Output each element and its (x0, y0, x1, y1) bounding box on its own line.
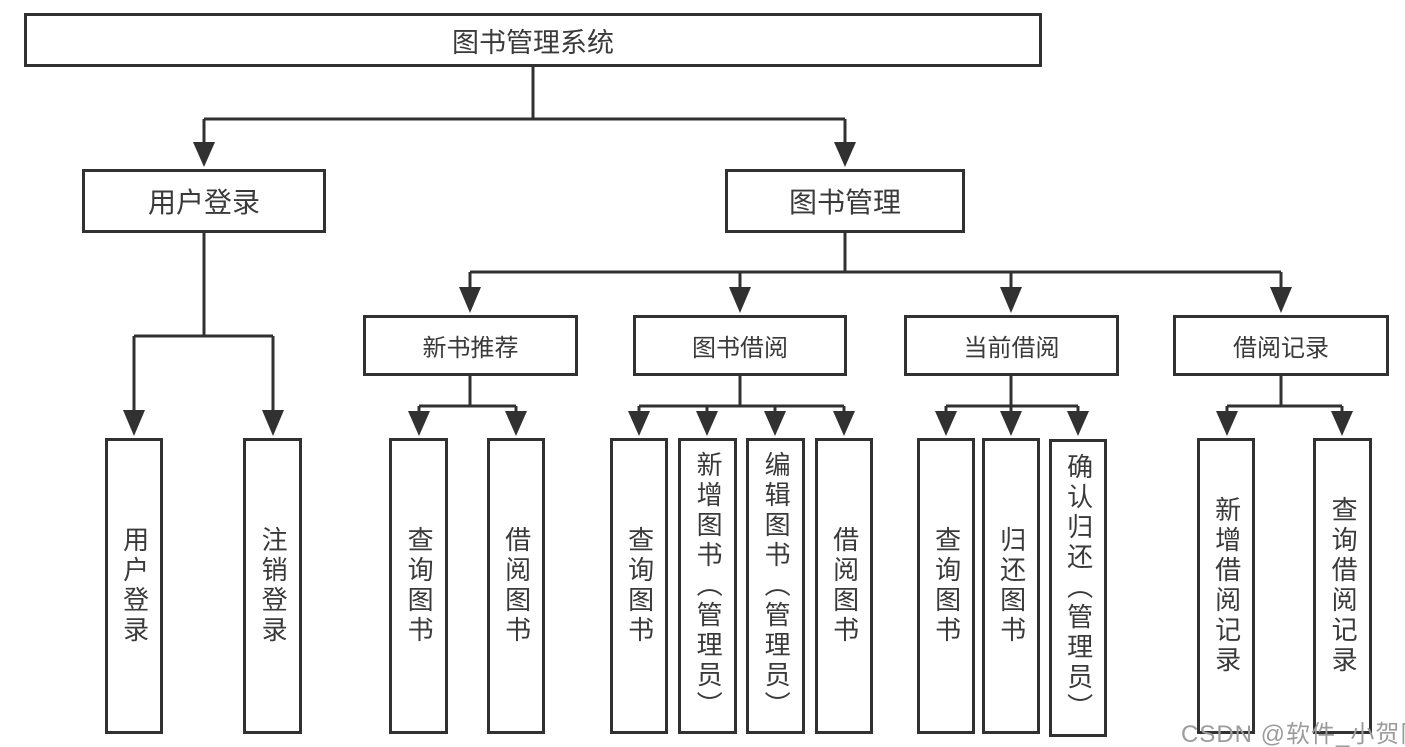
node-leaf-edit-book-admin: 编辑图书（管理员） (746, 438, 805, 734)
node-borrowing-records: 借阅记录 (1173, 315, 1389, 376)
node-label: 查询借阅记录 (1328, 496, 1359, 676)
node-label: 确认归还（管理员） (1063, 453, 1094, 723)
node-leaf-confirm-return-admin: 确认归还（管理员） (1049, 439, 1107, 737)
node-new-book-recommend: 新书推荐 (363, 315, 578, 376)
node-label: 借阅记录 (1233, 335, 1329, 362)
node-leaf-user-login: 用户登录 (105, 438, 163, 734)
node-book-borrowing: 图书借阅 (633, 315, 847, 376)
node-label: 图书借阅 (692, 335, 788, 362)
arrowheads (123, 142, 1353, 436)
node-label: 新增借阅记录 (1211, 496, 1242, 676)
node-leaf-logout: 注销登录 (243, 438, 302, 734)
node-label: 当前借阅 (963, 335, 1060, 362)
node-label: 编辑图书（管理员） (761, 451, 792, 721)
node-label: 用户登录 (147, 187, 260, 218)
node-label: 查询图书 (931, 526, 962, 646)
node-label: 图书管理 (788, 187, 901, 218)
node-label: 查询图书 (624, 526, 655, 646)
node-leaf-query-books-3: 查询图书 (917, 438, 975, 734)
node-user-login: 用户登录 (82, 169, 326, 233)
node-label: 借阅图书 (829, 526, 860, 646)
watermark-text: CSDN @软件_小贺同学 (1181, 721, 1405, 747)
node-label: 归还图书 (996, 526, 1027, 646)
node-leaf-borrow-books-1: 借阅图书 (487, 438, 545, 734)
node-label: 新书推荐 (422, 335, 519, 362)
node-label: 新增图书（管理员） (693, 451, 724, 721)
node-current-borrowing: 当前借阅 (904, 315, 1119, 376)
node-leaf-add-book-admin: 新增图书（管理员） (678, 438, 737, 734)
node-leaf-query-books-1: 查询图书 (389, 438, 448, 734)
node-label: 查询图书 (404, 526, 435, 646)
node-label: 注销登录 (258, 526, 289, 646)
node-label: 图书管理系统 (452, 27, 614, 58)
node-label: 借阅图书 (501, 526, 532, 646)
node-label: 用户登录 (119, 526, 150, 646)
node-leaf-return-book: 归还图书 (982, 438, 1040, 734)
node-leaf-borrow-books-2: 借阅图书 (815, 438, 873, 734)
node-book-management: 图书管理 (725, 169, 965, 233)
node-leaf-query-borrow-record: 查询借阅记录 (1313, 438, 1372, 734)
node-library-management-system: 图书管理系统 (24, 13, 1042, 67)
node-leaf-add-borrow-record: 新增借阅记录 (1197, 438, 1255, 734)
node-leaf-query-books-2: 查询图书 (610, 438, 668, 734)
